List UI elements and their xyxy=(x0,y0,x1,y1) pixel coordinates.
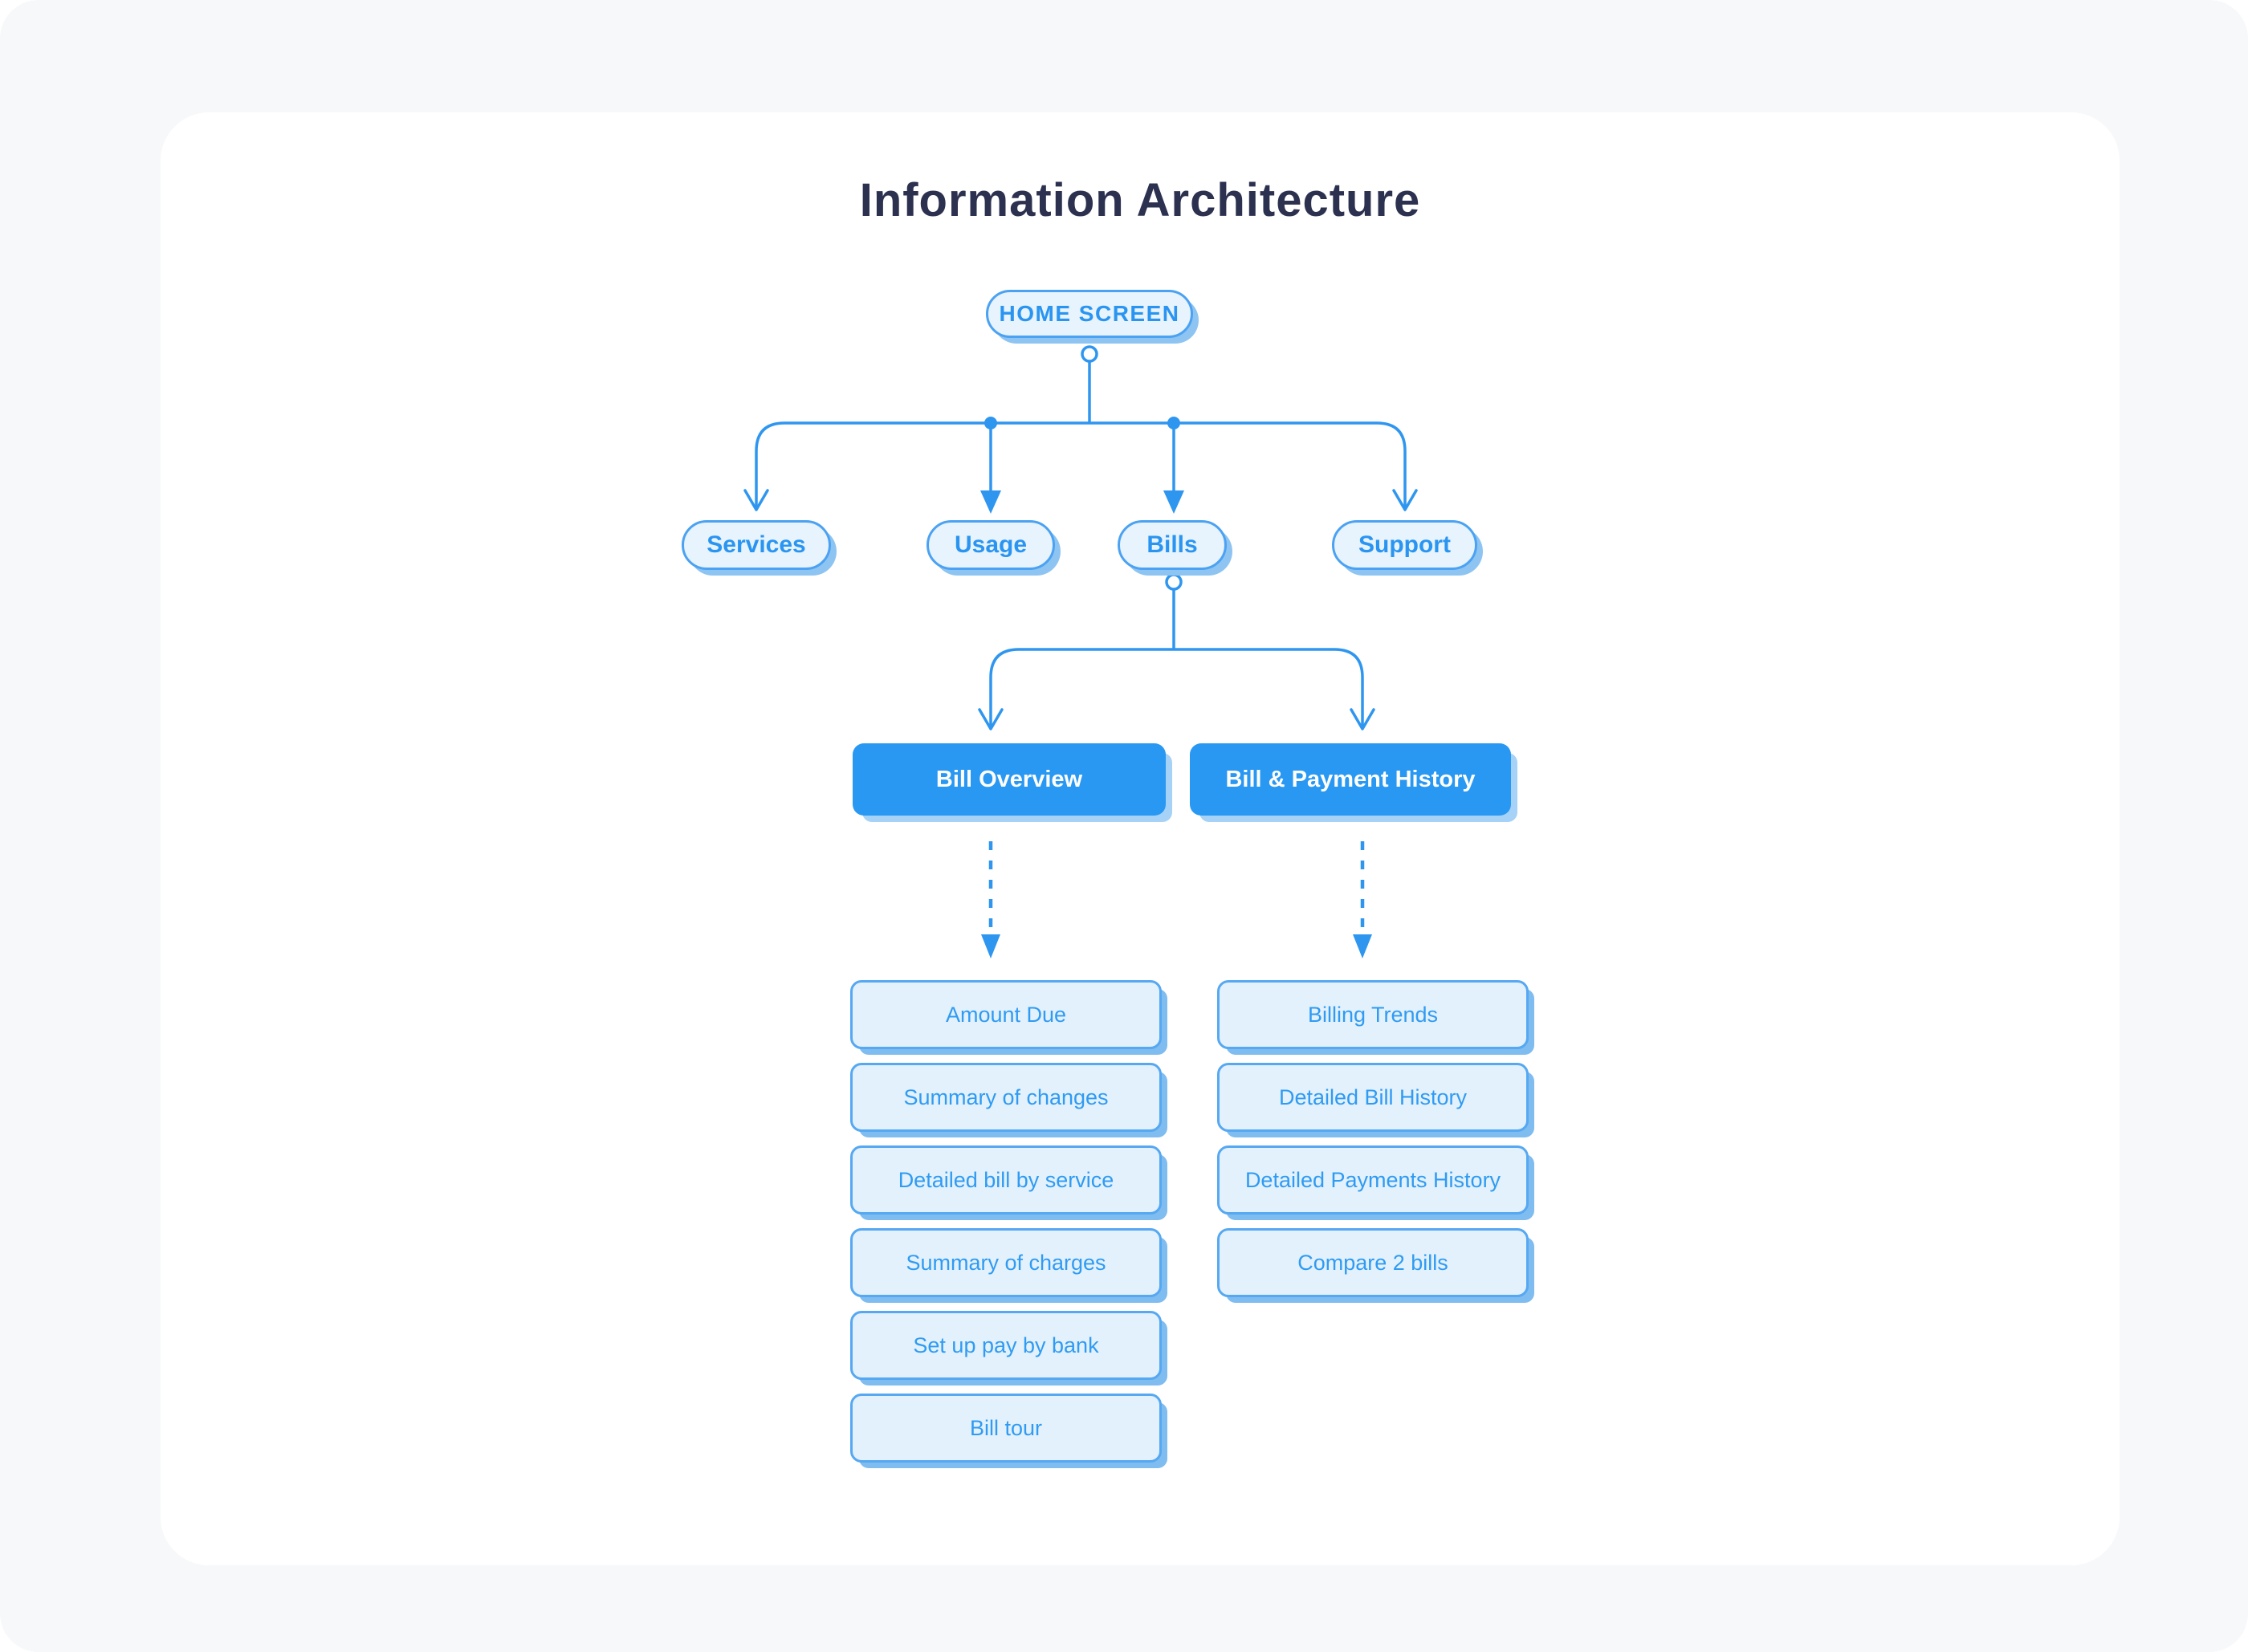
home-branch-circle xyxy=(1081,345,1098,363)
item-amount-due: Amount Due xyxy=(850,980,1162,1049)
node-usage: Usage xyxy=(926,520,1055,570)
dashed-flow-arrow-right xyxy=(1353,841,1372,958)
arrowhead-bills-icon xyxy=(1163,490,1184,514)
item-compare-2-bills: Compare 2 bills xyxy=(1217,1228,1529,1297)
node-bill-payment-history: Bill & Payment History xyxy=(1190,743,1511,816)
item-billing-trends: Billing Trends xyxy=(1217,980,1529,1049)
main-tree-connector xyxy=(743,345,1418,514)
item-detailed-bill-history: Detailed Bill History xyxy=(1217,1063,1529,1132)
item-summary-of-changes: Summary of changes xyxy=(850,1063,1162,1132)
dashed-arrowhead-left-icon xyxy=(981,934,1000,958)
node-services: Services xyxy=(682,520,831,570)
arrowhead-services-icon xyxy=(743,489,769,511)
arrowhead-bill-overview-icon xyxy=(978,708,1004,730)
dashed-flow-arrow-left xyxy=(981,841,1000,958)
item-detailed-bill-by-service: Detailed bill by service xyxy=(850,1145,1162,1215)
node-home-screen: HOME SCREEN xyxy=(986,290,1193,338)
item-detailed-payments-history: Detailed Payments History xyxy=(1217,1145,1529,1215)
arrowhead-support-icon xyxy=(1392,489,1418,511)
item-set-up-pay-by-bank: Set up pay by bank xyxy=(850,1311,1162,1380)
node-bills: Bills xyxy=(1118,520,1227,570)
page-title: Information Architecture xyxy=(859,174,1421,226)
arrowhead-usage-icon xyxy=(980,490,1001,514)
arrowhead-payment-history-icon xyxy=(1350,708,1375,730)
bills-branch-connector xyxy=(978,573,1375,730)
item-summary-of-charges: Summary of charges xyxy=(850,1228,1162,1297)
dashed-arrowhead-right-icon xyxy=(1353,934,1372,958)
node-support: Support xyxy=(1332,520,1477,570)
node-bill-overview: Bill Overview xyxy=(853,743,1166,816)
item-bill-tour: Bill tour xyxy=(850,1394,1162,1463)
bills-branch-circle xyxy=(1165,573,1183,591)
